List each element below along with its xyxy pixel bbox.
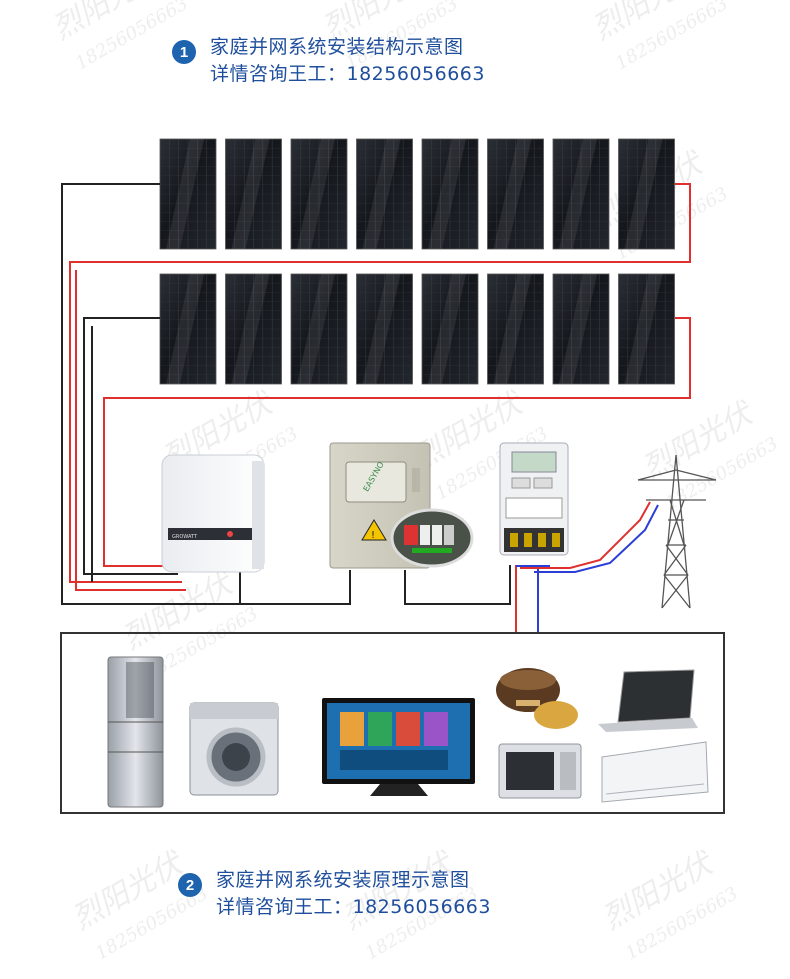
solar-panel (226, 274, 282, 384)
television-icon (322, 698, 475, 796)
solar-panel (553, 139, 609, 249)
solar-panel (291, 139, 347, 249)
combiner-inset (392, 510, 472, 566)
wire-inverter-to-combiner (240, 570, 350, 604)
microwave-icon (499, 744, 581, 798)
laptop-icon (598, 670, 698, 732)
rice-cooker-icon (496, 668, 578, 729)
inverter: GROWATT (162, 455, 264, 572)
refrigerator-icon (108, 657, 163, 807)
solar-panel (357, 274, 413, 384)
inverter-brand-label: GROWATT (172, 534, 198, 540)
structure-diagram-heading: 1 家庭并网系统安装结构示意图 详情咨询王工：18256056663 (172, 34, 485, 88)
solar-panel (488, 274, 544, 384)
solar-panel (422, 139, 478, 249)
solar-panel (619, 139, 675, 249)
solar-panel (160, 139, 216, 249)
air-conditioner-icon (602, 742, 708, 802)
solar-panel (357, 139, 413, 249)
principle-diagram-heading: 2 家庭并网系统安装原理示意图 详情咨询王工：18256056663 (178, 867, 491, 921)
washing-machine-icon (190, 703, 278, 795)
heading-contact: 详情咨询王工：18256056663 (216, 894, 491, 921)
solar-panel-row-bottom (160, 274, 675, 384)
solar-panel-row-top (160, 139, 675, 249)
solar-panel (553, 274, 609, 384)
heading-title: 家庭并网系统安装原理示意图 (216, 867, 491, 894)
svg-text:!: ! (371, 530, 375, 541)
solar-panel (619, 274, 675, 384)
heading-title: 家庭并网系统安装结构示意图 (210, 34, 485, 61)
solar-panel (160, 274, 216, 384)
solar-panel (291, 274, 347, 384)
solar-panel (422, 274, 478, 384)
wire-combiner-to-meter (405, 565, 510, 604)
solar-panel (226, 139, 282, 249)
heading-contact: 详情咨询王工：18256056663 (210, 61, 485, 88)
energy-meter (500, 443, 568, 555)
solar-panel (488, 139, 544, 249)
heading-number-badge: 1 (172, 40, 196, 64)
heading-number-badge: 2 (178, 873, 202, 897)
